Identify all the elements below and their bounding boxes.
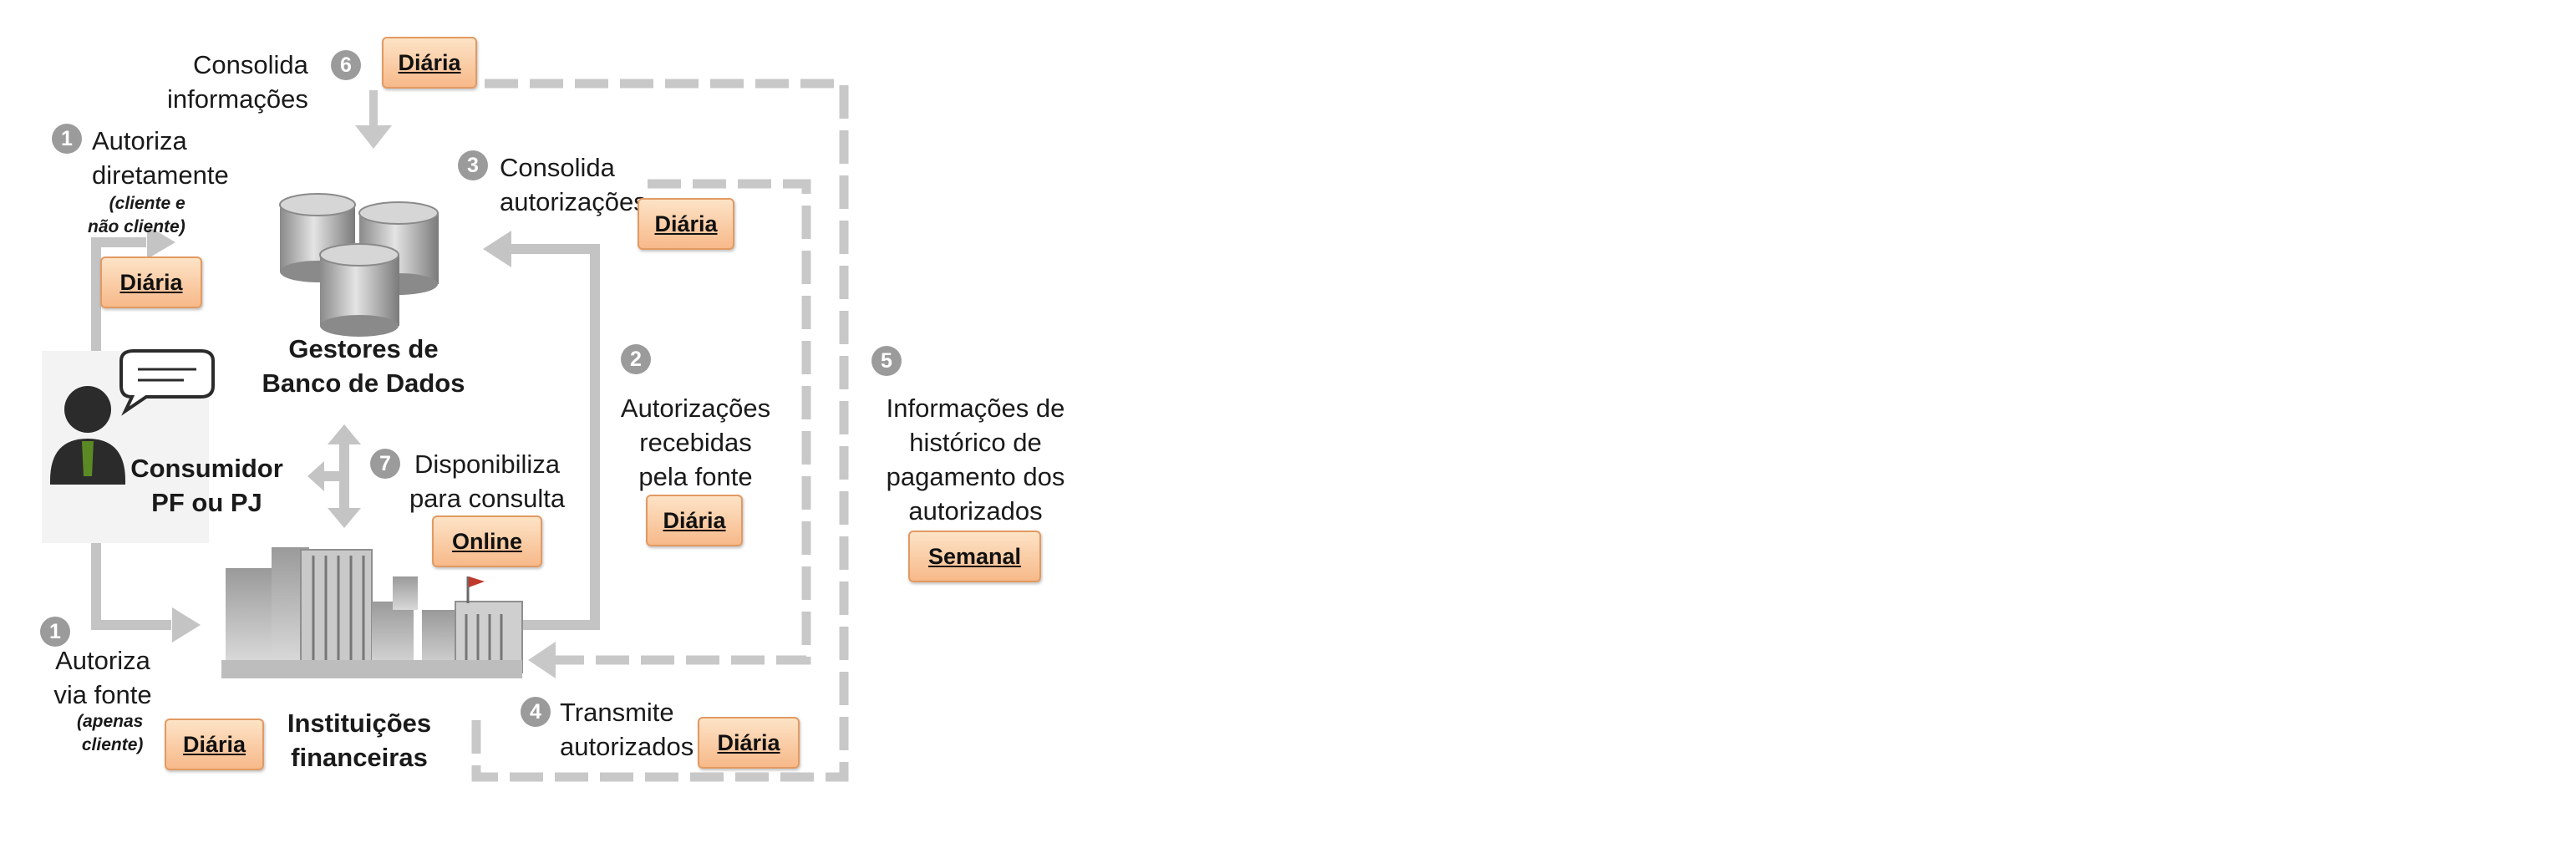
arrow-step1b — [91, 518, 171, 630]
arrow-head-step4 — [528, 642, 556, 678]
step1a-badge: Diária — [100, 256, 202, 308]
step5-badge: Semanal — [908, 531, 1041, 582]
step1b-note: (apenas cliente) — [77, 712, 144, 754]
arrow-head-step2 — [483, 231, 511, 267]
step4-number: 4 — [521, 697, 551, 727]
step7-label: Disponibiliza para consulta — [409, 449, 566, 513]
step6-badge: Diária — [382, 37, 477, 89]
step1b-label: Autoriza via fonte — [53, 646, 152, 709]
step7-number: 7 — [370, 449, 400, 479]
step3-number: 3 — [458, 150, 488, 180]
institutions-label: Instituições financeiras — [287, 708, 432, 772]
arrow-step2 — [510, 244, 600, 630]
step2-badge: Diária — [646, 495, 743, 546]
arrow-head-step7-left — [307, 461, 324, 491]
arrow-head-step6 — [355, 125, 392, 149]
step5-label: Informações de histórico de pagamento do… — [886, 394, 1065, 526]
step1b-number: 1 — [40, 617, 70, 647]
arrow-head-step7-down — [328, 508, 361, 528]
step4-badge: Diária — [698, 717, 800, 769]
consumer-label: Consumidor PF ou PJ — [130, 454, 283, 517]
step4-label: Transmite autorizados — [560, 698, 694, 761]
step3-label: Consolida autorizações — [500, 153, 647, 216]
arrow-head-step1a — [147, 226, 175, 259]
step1a-number: 1 — [52, 124, 82, 154]
step2-number: 2 — [621, 344, 651, 374]
arrow-head-step1b — [172, 607, 201, 642]
step7-badge: Online — [432, 515, 542, 567]
database-label: Gestores de Banco de Dados — [262, 334, 465, 398]
step5-number: 5 — [871, 346, 902, 376]
step6-label: Consolida informações — [167, 50, 308, 114]
arrow-head-step7-up — [328, 424, 361, 444]
arrow-step1a — [91, 237, 146, 351]
step6-number: 6 — [331, 50, 361, 80]
step1a-label: Autoriza diretamente — [92, 126, 229, 190]
step1b-badge: Diária — [165, 719, 264, 770]
step3-badge: Diária — [638, 198, 734, 250]
dashed-loop-outer — [471, 79, 849, 782]
step1a-note: (cliente e não cliente) — [88, 194, 185, 236]
step2-label: Autorizações recebidas pela fonte — [620, 394, 771, 491]
